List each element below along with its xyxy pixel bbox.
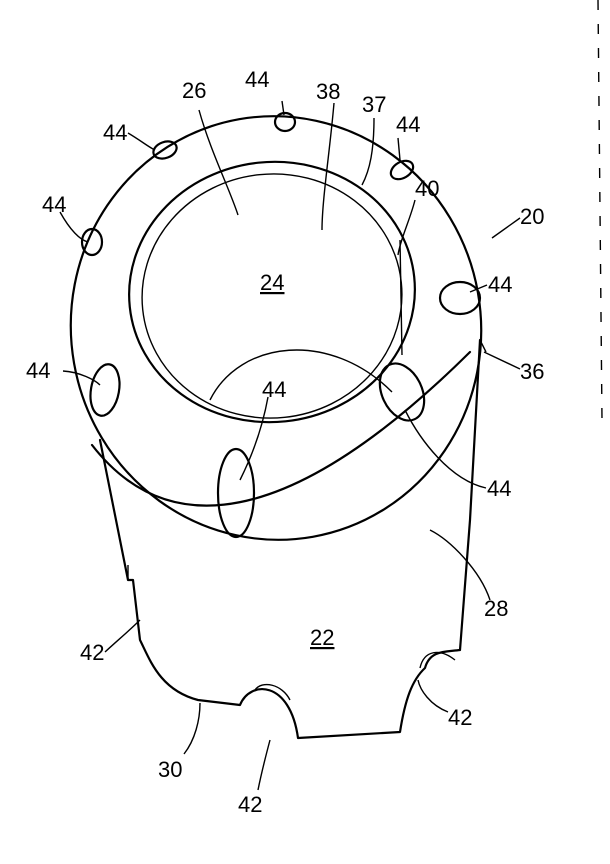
label-24: 24 xyxy=(260,270,284,295)
label-44-top: 44 xyxy=(245,67,269,92)
sleeve-body xyxy=(98,338,482,740)
label-22: 22 xyxy=(310,625,334,650)
flange-outer-edge xyxy=(69,115,483,541)
label-37: 37 xyxy=(362,92,386,117)
label-40: 40 xyxy=(415,176,439,201)
bore-floor-edge xyxy=(209,349,393,401)
label-44-right: 44 xyxy=(488,272,512,297)
label-42-left: 42 xyxy=(80,640,104,665)
label-44-upper-left: 44 xyxy=(103,120,127,145)
label-38: 38 xyxy=(316,79,340,104)
label-36: 36 xyxy=(520,359,544,384)
label-44-upper-right: 44 xyxy=(396,112,420,137)
label-20: 20 xyxy=(520,204,544,229)
flange-rim xyxy=(479,339,487,353)
label-42-right: 42 xyxy=(448,705,472,730)
label-44-mid-left: 44 xyxy=(26,358,50,383)
bore-wall-line xyxy=(399,239,403,356)
label-30: 30 xyxy=(158,757,182,782)
label-44-left: 44 xyxy=(42,192,66,217)
flange-side-edge xyxy=(90,350,472,507)
label-44-lower-right: 44 xyxy=(487,476,511,501)
label-42-bottom: 42 xyxy=(238,792,262,817)
margin-dashed-line xyxy=(597,0,603,421)
notch xyxy=(127,565,456,701)
bore-outer xyxy=(128,160,416,424)
leader-lines xyxy=(59,100,521,791)
holes xyxy=(80,111,482,539)
label-44-center: 44 xyxy=(262,377,286,402)
label-26: 26 xyxy=(182,78,206,103)
label-28: 28 xyxy=(484,596,508,621)
